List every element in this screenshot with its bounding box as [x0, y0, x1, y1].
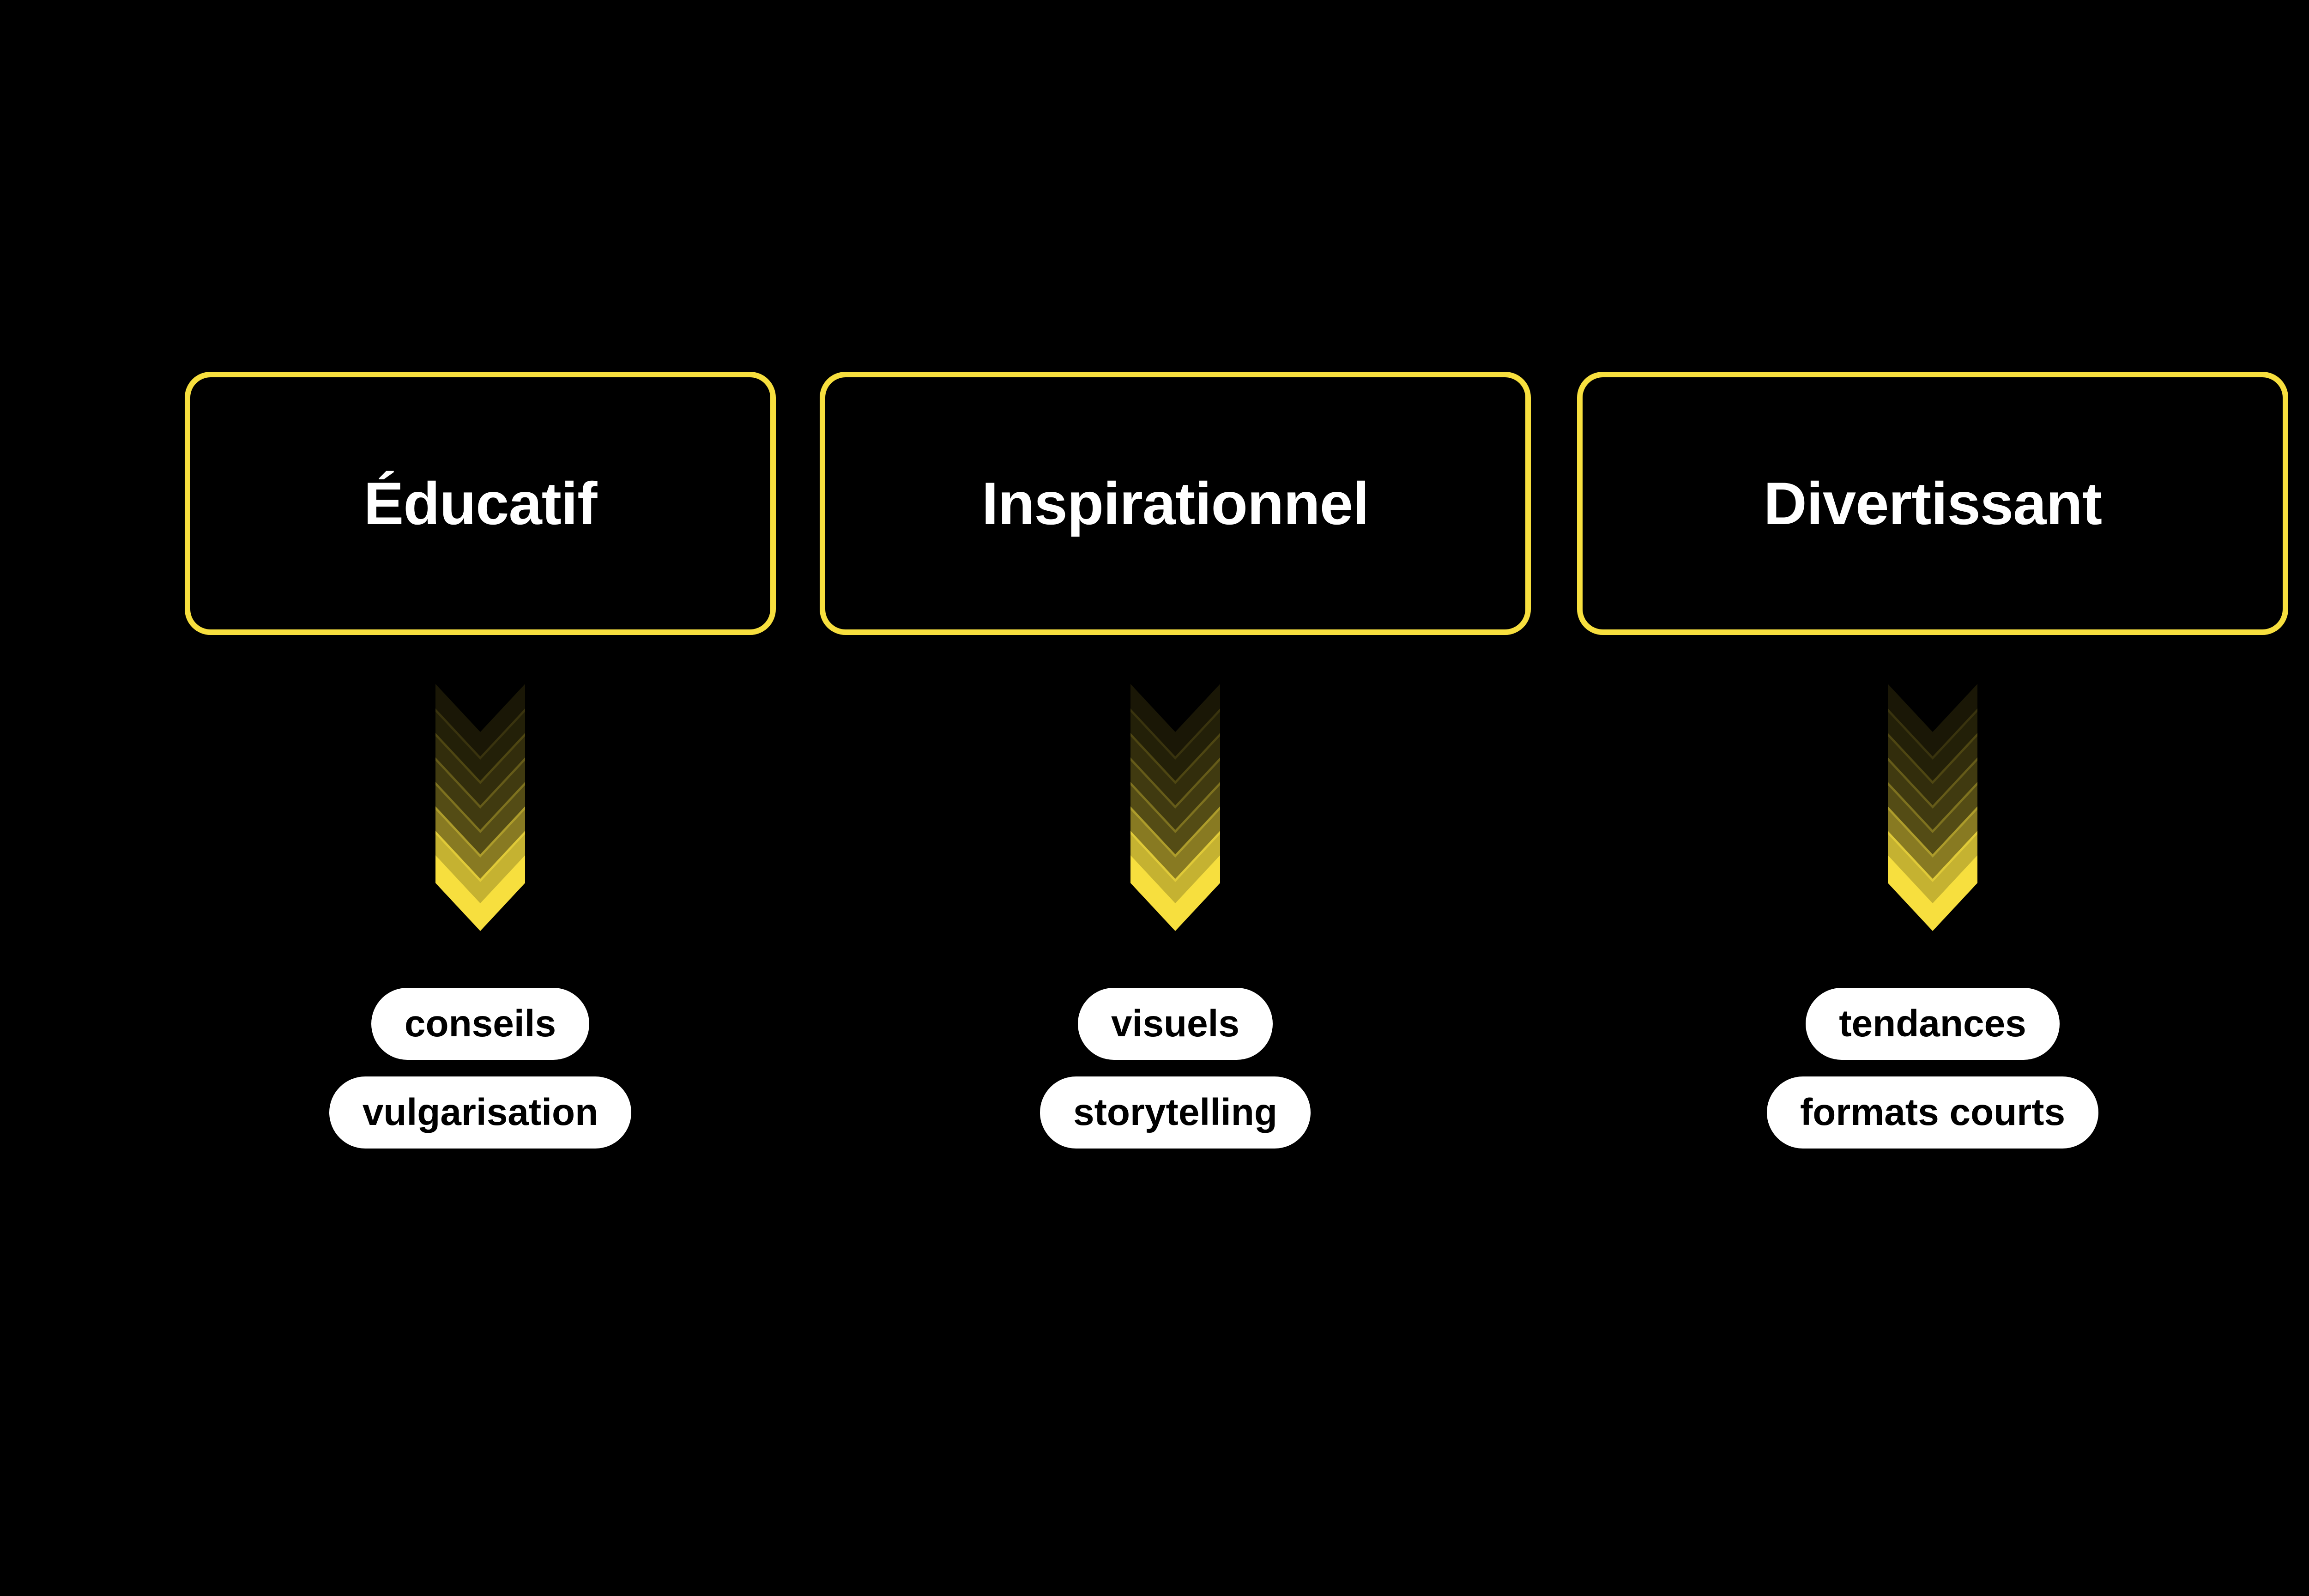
category-title: Divertissant: [1763, 470, 2102, 537]
pillar-column: Inspirationnel visuels storytelling: [820, 372, 1531, 1149]
chevron-down-icon: [427, 726, 533, 810]
chevron-down-icon: [427, 800, 533, 883]
arrow-flow: [1577, 677, 2288, 964]
keyword-list: visuels storytelling: [820, 988, 1531, 1149]
category-card[interactable]: Éducatif: [185, 372, 776, 635]
chevron-down-icon: [427, 677, 533, 761]
chevron-down-icon: [1880, 775, 1986, 858]
chevron-down-icon: [427, 824, 533, 907]
pillar-column: Éducatif conseils vulgarisation: [185, 372, 776, 1149]
chevron-down-icon: [1122, 775, 1228, 858]
category-card[interactable]: Divertissant: [1577, 372, 2288, 635]
chevron-down-icon: [1880, 702, 1986, 785]
chevron-down-icon: [1122, 677, 1228, 761]
chevron-down-icon: [1880, 726, 1986, 810]
category-title: Inspirationnel: [981, 470, 1369, 537]
chevron-down-icon: [1880, 677, 1986, 761]
chevron-down-icon: [1880, 849, 1986, 932]
chevron-down-icon: [1122, 849, 1228, 932]
arrow-flow: [820, 677, 1531, 964]
chevron-down-icon: [427, 702, 533, 785]
chevron-down-icon: [1122, 726, 1228, 810]
keyword-pill[interactable]: vulgarisation: [329, 1076, 632, 1149]
keyword-pill[interactable]: formats courts: [1766, 1076, 2099, 1149]
chevron-down-icon: [427, 775, 533, 858]
chevron-stack-1: [1122, 677, 1228, 936]
chevron-down-icon: [1122, 800, 1228, 883]
keyword-pill[interactable]: visuels: [1077, 988, 1273, 1060]
category-title: Éducatif: [363, 470, 598, 537]
keyword-pill[interactable]: conseils: [371, 988, 590, 1060]
keyword-list: conseils vulgarisation: [185, 988, 776, 1149]
pillar-column: Divertissant tendances formats courts: [1577, 372, 2288, 1149]
chevron-down-icon: [1880, 824, 1986, 907]
chevron-down-icon: [1880, 751, 1986, 834]
chevron-down-icon: [1880, 800, 1986, 883]
category-card[interactable]: Inspirationnel: [820, 372, 1531, 635]
arrow-flow: [185, 677, 776, 964]
chevron-down-icon: [1122, 824, 1228, 907]
chevron-stack-2: [1880, 677, 1986, 936]
chevron-down-icon: [1122, 702, 1228, 785]
keyword-pill[interactable]: tendances: [1806, 988, 2060, 1060]
keyword-list: tendances formats courts: [1577, 988, 2288, 1149]
keyword-pill[interactable]: storytelling: [1040, 1076, 1311, 1149]
chevron-down-icon: [427, 751, 533, 834]
chevron-down-icon: [427, 849, 533, 932]
chevron-down-icon: [1122, 751, 1228, 834]
chevron-stack-0: [427, 677, 533, 936]
